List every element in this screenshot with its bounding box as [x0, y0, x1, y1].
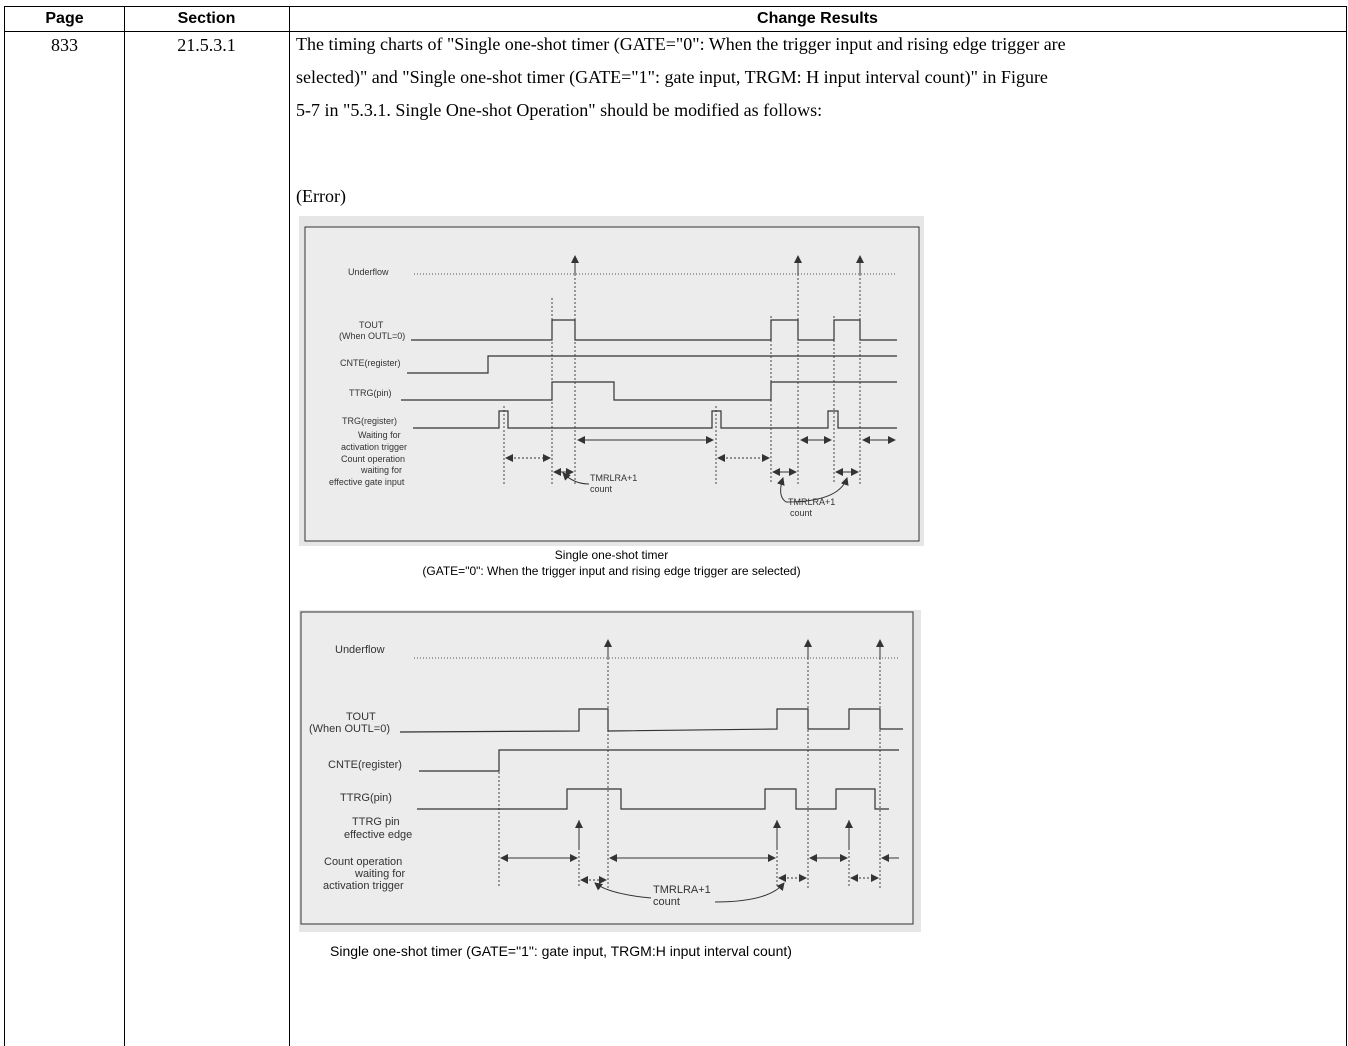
- count-annotation: count: [653, 896, 680, 908]
- trg-label: TRG(register): [342, 416, 397, 426]
- tout-label: TOUT: [346, 711, 376, 723]
- cnte-label: CNTE(register): [340, 358, 401, 368]
- figure1-caption-title: Single one-shot timer: [554, 548, 669, 562]
- figure1-caption-subtitle: (GATE="0": When the trigger input and ri…: [422, 564, 801, 578]
- effective-edge-label: TTRG pin: [352, 816, 400, 828]
- tmrlra-annotation: TMRLRA+1: [788, 497, 835, 507]
- figure2-caption: Single one-shot timer (GATE="1": gate in…: [330, 943, 792, 959]
- waiting-label: activation trigger: [341, 442, 407, 452]
- effective-edge-label: effective edge: [344, 829, 412, 841]
- change-description: The timing charts of "Single one-shot ti…: [296, 28, 1336, 127]
- tout-condition-label: (When OUTL=0): [339, 331, 405, 341]
- tmrlra-annotation: TMRLRA+1: [653, 884, 711, 896]
- timing-chart-gate0: Underflow TOUT (When OUTL=0) CNTE(regist…: [299, 216, 924, 546]
- description-line: selected)" and "Single one-shot timer (G…: [296, 67, 1048, 87]
- count-annotation: count: [790, 508, 813, 518]
- section-number: 21.5.3.1: [177, 35, 236, 55]
- count-operation-label: Count operation: [324, 856, 402, 868]
- header-section: Section: [177, 10, 236, 27]
- page-number: 833: [51, 35, 78, 55]
- tmrlra-annotation: TMRLRA+1: [590, 473, 637, 483]
- description-line: The timing charts of "Single one-shot ti…: [296, 34, 1066, 54]
- underflow-label: Underflow: [348, 267, 389, 277]
- description-line: 5-7 in "5.3.1. Single One-shot Operation…: [296, 100, 823, 120]
- column-divider: [124, 7, 125, 1046]
- count-operation-label: Count operation: [341, 454, 405, 464]
- timing-chart-gate0-svg: Underflow TOUT (When OUTL=0) CNTE(regist…: [299, 216, 924, 546]
- count-operation-label: waiting for: [360, 465, 402, 475]
- column-divider: [289, 7, 290, 1046]
- timing-chart-gate1-svg: Underflow TOUT (When OUTL=0) CNTE(regist…: [299, 610, 921, 932]
- tout-label: TOUT: [359, 320, 384, 330]
- waiting-label: Waiting for: [358, 430, 401, 440]
- underflow-label: Underflow: [335, 644, 385, 656]
- change-table: Page Section Change Results 833 21.5.3.1: [4, 6, 1347, 1046]
- count-operation-label: effective gate input: [329, 477, 405, 487]
- error-label: (Error): [296, 186, 346, 206]
- cnte-label: CNTE(register): [328, 759, 402, 771]
- header-change-results: Change Results: [757, 10, 878, 27]
- ttrg-label: TTRG(pin): [340, 792, 392, 804]
- tout-condition-label: (When OUTL=0): [309, 723, 390, 735]
- count-annotation: count: [590, 484, 613, 494]
- header-page: Page: [45, 10, 84, 27]
- count-operation-label: waiting for: [354, 868, 405, 880]
- table-header-row: Page Section Change Results: [5, 7, 1346, 32]
- count-operation-label: activation trigger: [323, 880, 404, 892]
- timing-chart-gate1: Underflow TOUT (When OUTL=0) CNTE(regist…: [299, 610, 921, 932]
- ttrg-label: TTRG(pin): [349, 388, 392, 398]
